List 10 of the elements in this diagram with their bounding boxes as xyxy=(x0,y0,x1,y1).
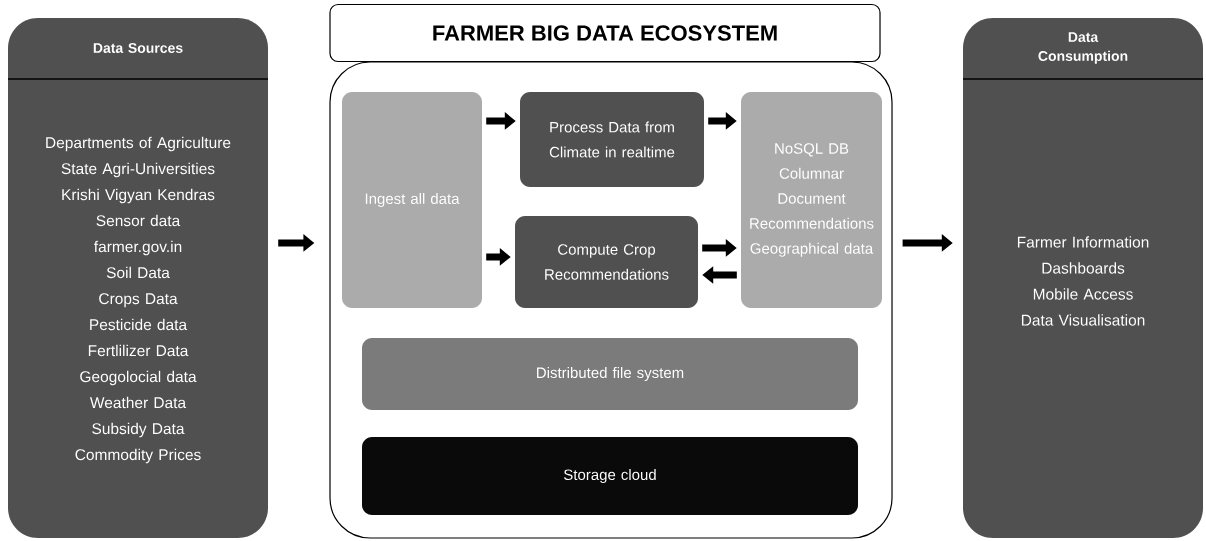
storage-layer-box: Distributed file system xyxy=(362,338,858,410)
title-box: FARMER BIG DATA ECOSYSTEM xyxy=(329,3,881,63)
data-panel: Data Sources Departments of Agriculture State Agri-Universities Krishi Vigyan Kendras Sensor data farmer.gov.in Soil Data Crops Data Pesticide data Fertlilizer Data Geogolocial data Weather Data Subsidy Data Commodity Prices xyxy=(7,18,269,538)
process-box: Process Data from Climate in realtime xyxy=(520,92,704,187)
process-box: Ingest all data xyxy=(342,92,482,308)
storage-layer-box: Storage cloud xyxy=(362,437,858,515)
process-box: NoSQL DB Columnar Document Recommendations Geographical data xyxy=(741,92,882,308)
data-panel: Data Consumption Farmer Information Dashboards Mobile Access Data Visualisation xyxy=(962,18,1204,538)
process-box: Compute Crop Recommendations xyxy=(515,216,698,308)
ecosystem-frame xyxy=(329,61,893,539)
